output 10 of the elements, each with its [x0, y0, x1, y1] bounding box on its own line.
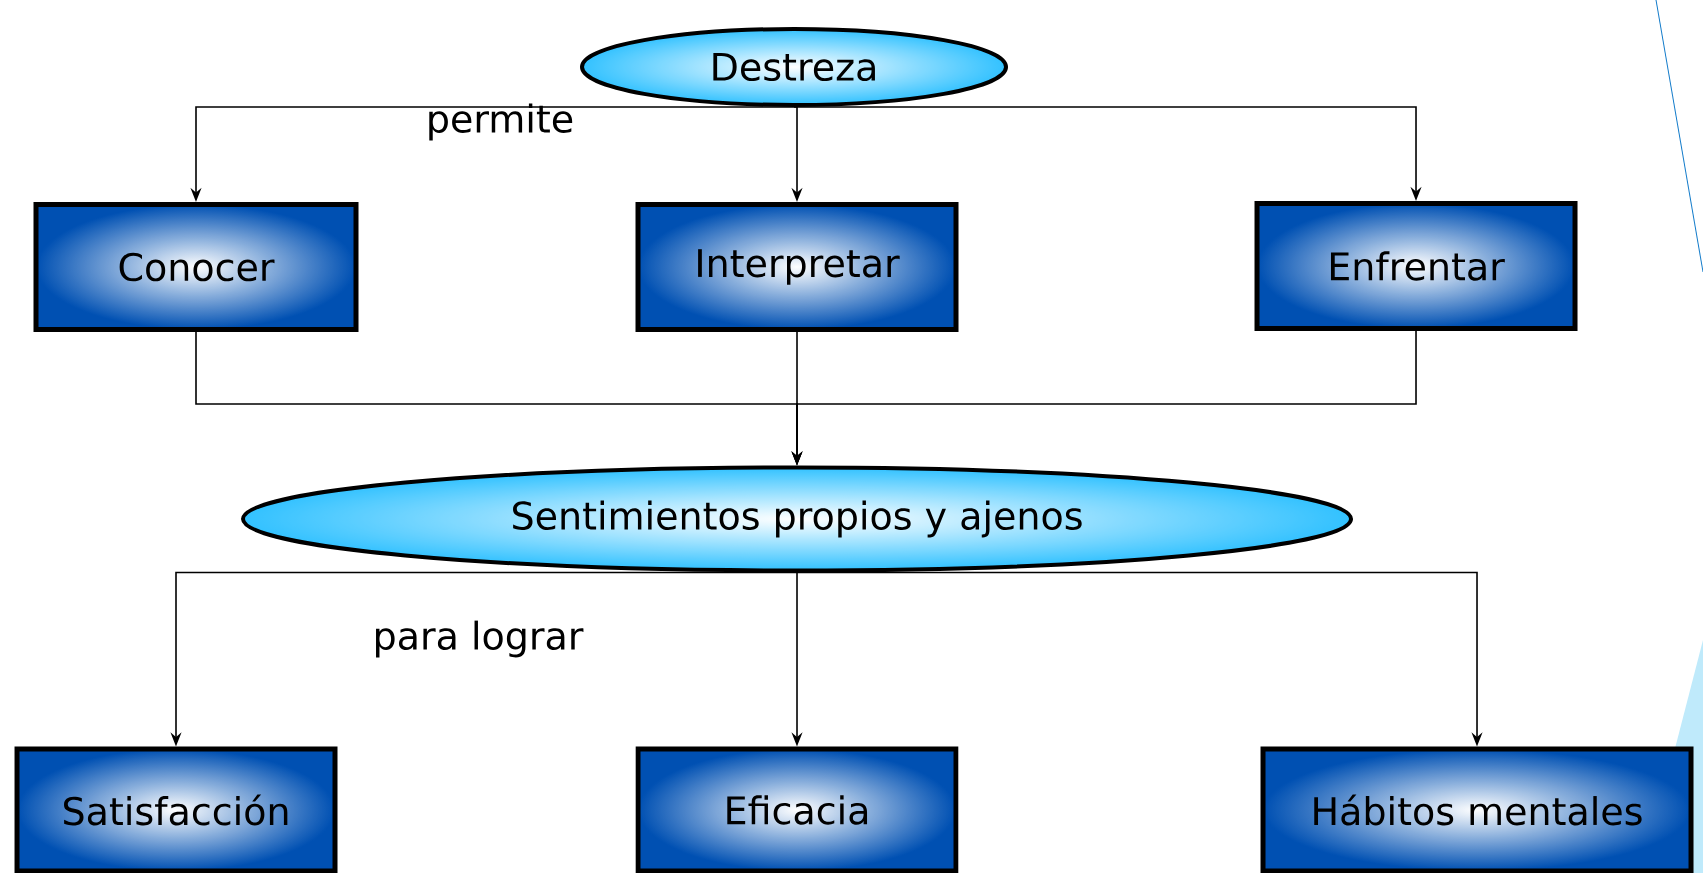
concept-box: Enfrentar [1254, 201, 1578, 331]
concept-box: Eficacia [635, 746, 959, 873]
edge-label: permite [429, 103, 573, 141]
concept-box: Hábitos mentales [1260, 746, 1694, 873]
edge-label: para lograr [376, 620, 584, 658]
concept-box: Interpretar [635, 202, 959, 332]
ellipse-node: Destreza [580, 27, 1008, 107]
ellipse-node: Sentimientos propios y ajenos [241, 465, 1353, 573]
concept-box: Conocer [33, 202, 359, 332]
concept-box: Satisfacción [14, 746, 338, 873]
